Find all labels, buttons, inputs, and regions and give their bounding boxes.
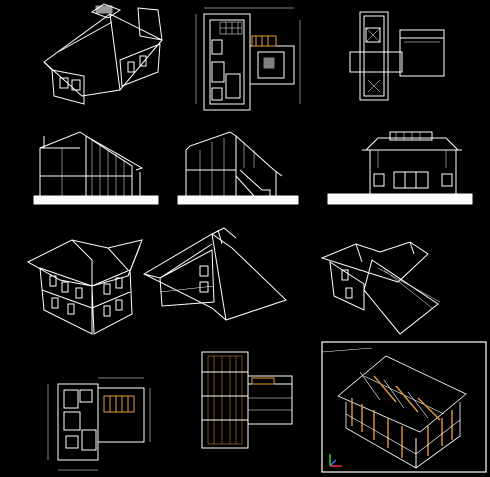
elevation-left-view (33, 131, 159, 205)
ucs-axis-icon (329, 454, 342, 467)
floor-plan-upper-view (195, 7, 301, 111)
iso-rear-roof-view (320, 241, 441, 335)
framing-iso-viewport (321, 341, 487, 473)
elevation-left-stair-view (177, 131, 299, 205)
floor-plan-lower-view (47, 377, 151, 471)
roof-plan-view (349, 11, 445, 101)
iso-front-roof-view (43, 3, 163, 105)
elevation-front-view (327, 131, 473, 205)
framing-plan-view (201, 351, 293, 449)
iso-gable-view (142, 227, 287, 321)
iso-two-storey-view (26, 239, 143, 335)
